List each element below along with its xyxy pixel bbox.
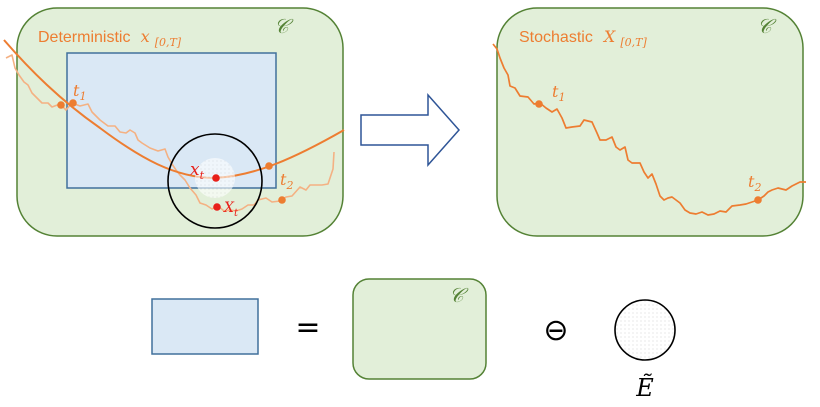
disturbance-set-circle [614, 299, 676, 361]
left-label-t1: t1 [73, 81, 86, 103]
point-t1-left-light [57, 101, 65, 109]
equals-sign: = [295, 310, 320, 345]
left-title: Deterministic x [0,T] [38, 27, 182, 49]
equation-constraint-set [352, 278, 487, 380]
right-label-t1: t1 [552, 82, 565, 104]
right-title: Stochastic X [0,T] [519, 27, 648, 49]
left-label-xt: xt [190, 160, 205, 182]
arrow-right-icon [360, 93, 461, 167]
right-panel: Stochastic X [0,T] 𝒞 t1 t2 [492, 7, 806, 237]
left-tightened-set [66, 52, 277, 189]
disturbance-set-label: Ẽ [635, 373, 654, 402]
point-t2-left-upper [265, 162, 273, 170]
left-label-t2: t2 [280, 170, 293, 192]
point-t1-left [69, 99, 77, 107]
left-panel: Deterministic x [0,T] 𝒞 t1 t2 xt Xt [3, 7, 345, 237]
pontryagin-difference-operator: ⊖ [543, 313, 568, 348]
point-Xt [213, 203, 221, 211]
left-deterministic-trajectory [3, 39, 345, 180]
equation-row: = 𝒞 ⊖ Ẽ [151, 278, 676, 402]
right-label-t2: t2 [748, 172, 761, 194]
point-xt [212, 174, 220, 182]
left-label-Xt: Xt [223, 200, 239, 219]
disturbance-circle [167, 133, 263, 229]
equation-tightened-set [151, 298, 259, 355]
point-t2-right [754, 196, 762, 204]
right-constraint-set [496, 7, 804, 237]
point-t1-right [535, 100, 543, 108]
point-t2-left-lower [278, 196, 286, 204]
